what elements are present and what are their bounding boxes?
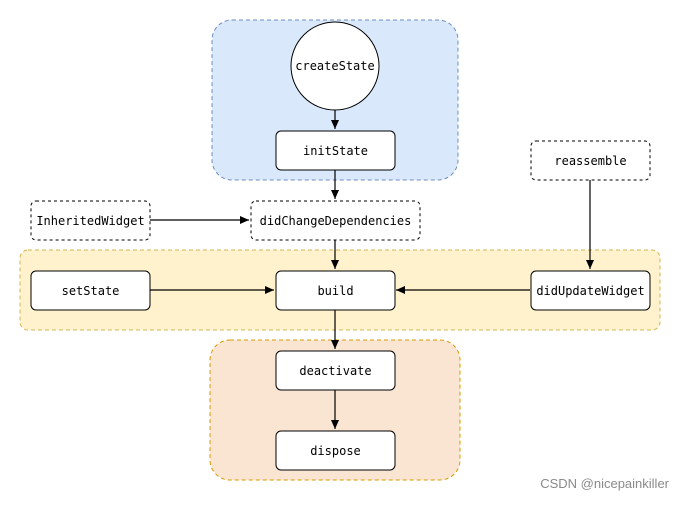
node-dispose[interactable]: dispose <box>275 430 396 471</box>
node-setstate-label: setState <box>62 284 120 298</box>
node-didchangedependencies-label: didChangeDependencies <box>260 214 412 228</box>
node-didupdatewidget-label: didUpdateWidget <box>536 284 644 298</box>
node-initstate-label: initState <box>303 144 368 158</box>
node-didupdatewidget[interactable]: didUpdateWidget <box>530 270 651 311</box>
watermark: CSDN @nicepainkiller <box>540 476 669 491</box>
node-initstate[interactable]: initState <box>275 130 396 171</box>
edges <box>150 110 594 429</box>
node-reassemble[interactable]: reassemble <box>530 140 651 181</box>
node-inheritedwidget-label: InheritedWidget <box>36 214 144 228</box>
node-deactivate[interactable]: deactivate <box>275 350 396 391</box>
node-build-label: build <box>317 284 353 298</box>
node-inheritedwidget[interactable]: InheritedWidget <box>30 200 151 241</box>
node-didchangedependencies[interactable]: didChangeDependencies <box>250 200 421 241</box>
node-setstate[interactable]: setState <box>30 270 151 311</box>
node-reassemble-label: reassemble <box>554 154 626 168</box>
node-deactivate-label: deactivate <box>299 364 371 378</box>
node-build[interactable]: build <box>275 270 396 311</box>
node-createstate-label: createState <box>295 59 374 73</box>
node-createstate[interactable]: createState <box>290 21 380 111</box>
node-dispose-label: dispose <box>310 444 361 458</box>
